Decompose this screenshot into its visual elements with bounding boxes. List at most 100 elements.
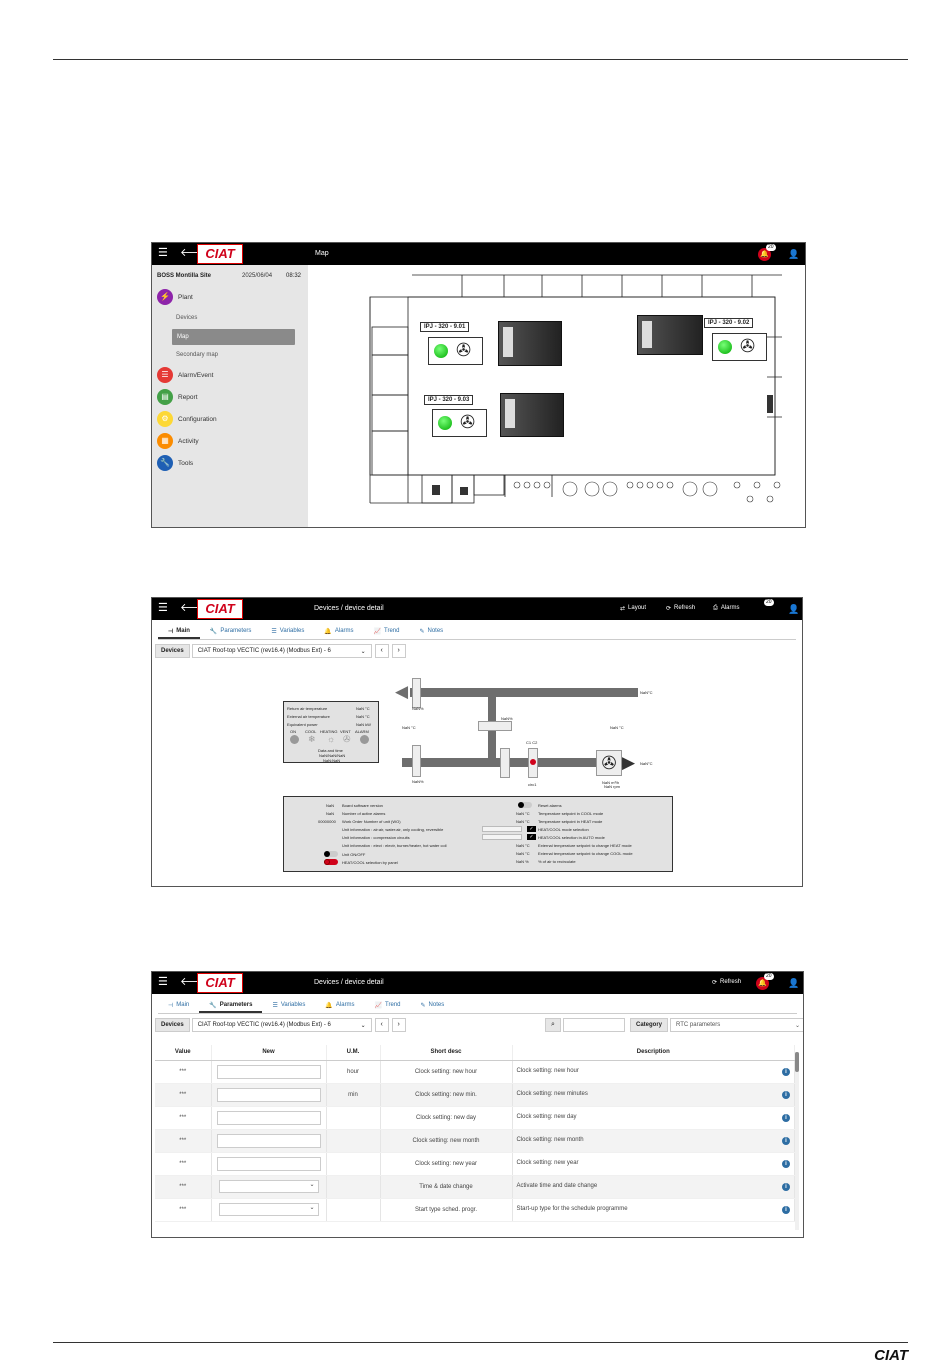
prev-device-button[interactable]: ‹ — [374, 1018, 389, 1032]
fan-airflow: NaN m³/h — [602, 780, 620, 785]
unit-label[interactable]: IPJ - 320 - 9.02 — [704, 318, 754, 328]
configuration-icon: ⚙ — [157, 411, 173, 427]
tab-bar: ⊣Main 🔧Parameters ☰Variables 🔔Alarms 📈Tr… — [158, 623, 796, 640]
unit-image[interactable] — [500, 393, 564, 437]
chevron-down-icon: ⌄ — [360, 649, 366, 655]
menu-icon[interactable]: ☰ — [158, 976, 168, 988]
scrollbar[interactable] — [795, 1052, 799, 1230]
sidebar-item-alarm-event[interactable]: ☰Alarm/Event — [157, 367, 213, 383]
info-icon[interactable]: i — [782, 1205, 790, 1214]
search-icon[interactable]: ⌕ — [545, 1018, 561, 1032]
alarms-button[interactable]: ⎙Alarms — [713, 605, 739, 612]
device-select[interactable]: CIAT Roof-top VECTIC (rev16.4) (Modbus E… — [191, 644, 372, 658]
checkbox-icon[interactable]: ✓ — [527, 826, 536, 832]
tab-main[interactable]: ⊣Main — [158, 623, 200, 639]
floor-plan-map[interactable]: IPJ - 320 - 9.01 ✇ IPJ - 320 - 9.02 ✇ IP… — [312, 267, 805, 527]
tab-parameters[interactable]: 🔧Parameters — [200, 623, 262, 639]
info-icon[interactable]: i — [782, 1067, 790, 1076]
description-cell: Start-up type for the schedule programme… — [512, 1198, 795, 1222]
unit-label[interactable]: IPJ - 320 - 9.01 — [420, 322, 470, 332]
tab-notes[interactable]: ✎Notes — [411, 997, 455, 1013]
status-green-icon — [438, 416, 452, 430]
info-icon[interactable]: i — [782, 1090, 790, 1099]
unit-image[interactable] — [637, 315, 703, 355]
user-icon[interactable]: 👤 — [788, 604, 800, 614]
refresh-button[interactable]: ⟳Refresh — [712, 979, 741, 986]
tab-alarms[interactable]: 🔔Alarms — [315, 997, 364, 1013]
refresh-button[interactable]: ⟳Refresh — [666, 605, 695, 612]
supply-air-duct — [402, 758, 624, 767]
tab-main[interactable]: ⊣Main — [158, 997, 199, 1013]
unit-image[interactable] — [498, 321, 562, 366]
menu-icon[interactable]: ☰ — [158, 602, 168, 614]
unit-onoff-toggle[interactable] — [324, 851, 338, 857]
layout-icon: ⇄ — [620, 606, 626, 612]
unit-status[interactable]: ✇ — [712, 333, 767, 361]
sidebar-item-activity[interactable]: ▦Activity — [157, 433, 199, 449]
site-name: BOSS Montilla Site — [157, 273, 212, 279]
short-desc-cell: Clock setting: new day — [380, 1106, 513, 1130]
alarm-bell-icon[interactable]: 🔔 — [758, 248, 771, 261]
fan-icon: ✇ — [460, 412, 476, 432]
param-label: Unit information : air:air, water:air, o… — [342, 827, 444, 832]
sidebar-item-devices[interactable]: Devices — [176, 315, 198, 321]
tab-notes[interactable]: ✎Notes — [409, 623, 453, 639]
sidebar-item-secondary-map[interactable]: Secondary map — [176, 352, 219, 358]
tab-alarms[interactable]: 🔔Alarms — [314, 623, 363, 639]
sidebar-item-report[interactable]: ▤Report — [157, 389, 198, 405]
new-value-input[interactable] — [216, 1064, 321, 1079]
mode-select[interactable] — [482, 826, 522, 832]
heat-cool-panel-toggle[interactable] — [324, 859, 338, 865]
category-select[interactable]: RTC parameters⌄ — [670, 1018, 803, 1032]
next-device-button[interactable]: › — [391, 1018, 406, 1032]
layout-button[interactable]: ⇄Layout — [620, 605, 646, 612]
damper-icon — [478, 721, 512, 731]
unit-status[interactable]: ✇ — [428, 337, 483, 365]
reset-alarms-toggle[interactable] — [518, 802, 532, 808]
info-icon[interactable]: i — [782, 1182, 790, 1191]
user-icon[interactable]: 👤 — [788, 249, 800, 259]
sidebar-item-configuration[interactable]: ⚙Configuration — [157, 411, 217, 427]
new-value-select[interactable]: ⌄ — [218, 1180, 319, 1193]
device-select[interactable]: CIAT Roof-top VECTIC (rev16.4) (Modbus E… — [191, 1018, 372, 1032]
auto-select[interactable] — [482, 834, 522, 840]
menu-icon[interactable]: ☰ — [158, 247, 168, 259]
wrench-icon: 🔧 — [209, 1003, 217, 1009]
search-input[interactable] — [563, 1018, 625, 1032]
prev-device-button[interactable]: ‹ — [374, 644, 389, 658]
info-icon[interactable]: i — [782, 1136, 790, 1145]
param-label: External temperature setpoint to change … — [538, 851, 633, 856]
tab-label: Trend — [384, 628, 400, 634]
sidebar-item-plant[interactable]: ⚡Plant — [157, 289, 193, 305]
alarm-bell-icon[interactable]: 🔔 — [756, 977, 769, 990]
new-value-input[interactable] — [216, 1110, 321, 1125]
new-value-select[interactable]: ⌄ — [218, 1203, 319, 1216]
sidebar-item-map[interactable]: Map — [172, 329, 295, 345]
checkbox-icon[interactable]: ✓ — [527, 834, 536, 840]
user-icon[interactable]: 👤 — [788, 978, 800, 988]
sidebar-item-tools[interactable]: 🔧Tools — [157, 455, 193, 471]
unit-label[interactable]: IPJ - 320 - 9.03 — [424, 395, 474, 405]
info-icon[interactable]: i — [782, 1159, 790, 1168]
next-device-button[interactable]: › — [391, 644, 406, 658]
info-icon[interactable]: i — [782, 1113, 790, 1122]
tab-trend[interactable]: 📈Trend — [364, 623, 410, 639]
tab-label: Alarms — [335, 1002, 355, 1008]
tab-parameters[interactable]: 🔧Parameters — [199, 997, 263, 1013]
ciat-logo: CIAT — [197, 973, 243, 993]
new-value-input[interactable] — [216, 1156, 321, 1171]
cool-setpoint-value: NaN °C — [516, 811, 530, 816]
devices-label: Devices — [155, 1018, 190, 1032]
notes-icon: ✎ — [419, 629, 425, 635]
tab-trend[interactable]: 📈Trend — [365, 997, 411, 1013]
software-version-value: NaN — [326, 803, 335, 808]
unit-status[interactable]: ✇ — [432, 409, 487, 437]
new-value-input[interactable] — [216, 1133, 321, 1148]
tab-variables[interactable]: ☰Variables — [261, 623, 314, 639]
new-value-input[interactable] — [216, 1087, 321, 1102]
mode-cool-label: COOL — [305, 729, 317, 734]
active-alarms-value: NaN — [326, 811, 335, 816]
printer-icon: ⎙ — [713, 605, 718, 611]
tab-variables[interactable]: ☰Variables — [262, 997, 315, 1013]
